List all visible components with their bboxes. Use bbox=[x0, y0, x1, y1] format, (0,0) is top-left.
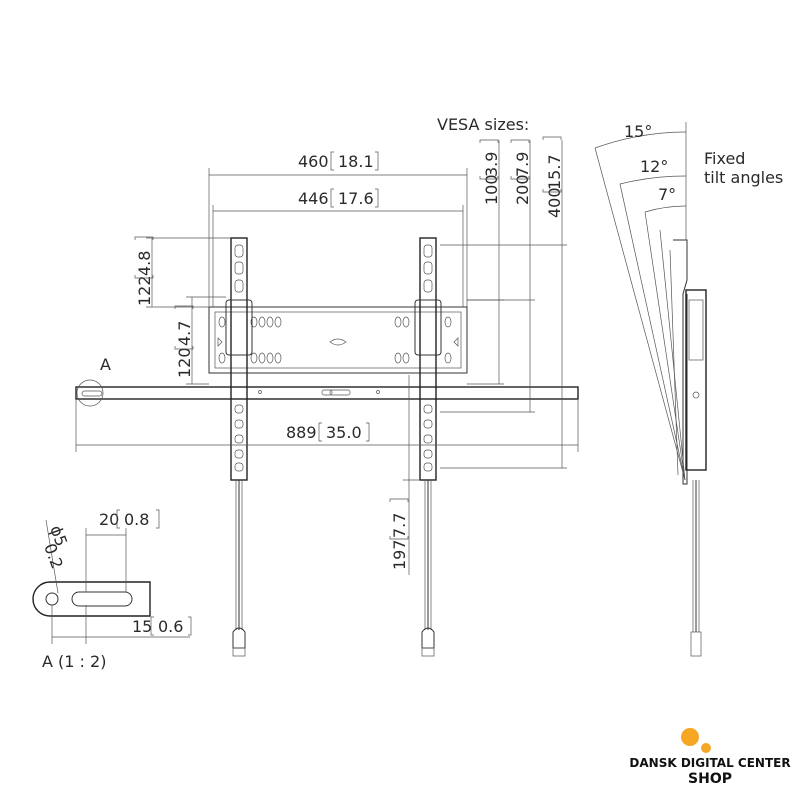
vesa-200-in: 7.9 bbox=[513, 152, 532, 177]
dim-20-in: 0.8 bbox=[124, 510, 149, 529]
vesa-100-in: 3.9 bbox=[482, 152, 501, 177]
logo-line-2: SHOP bbox=[688, 771, 732, 787]
tilt-7: 7° bbox=[658, 185, 676, 204]
detail-a-circle bbox=[76, 379, 104, 407]
tilt-12: 12° bbox=[640, 157, 668, 176]
dim-446: 446 bbox=[298, 189, 329, 208]
front-view: A bbox=[75, 237, 579, 657]
shop-logo: DANSK DIGITAL CENTER SHOP bbox=[629, 728, 791, 787]
dim-15: 15 bbox=[132, 617, 152, 636]
dim-460: 460 bbox=[298, 152, 329, 171]
logo-line-1: DANSK DIGITAL CENTER bbox=[629, 756, 790, 770]
horizontal-rail bbox=[75, 386, 579, 400]
dimensions: 460 18.1 446 17.6 122 4.8 120 4.7 889 35… bbox=[75, 115, 579, 575]
right-bracket bbox=[414, 237, 442, 657]
vesa-100: 100 bbox=[482, 174, 501, 205]
detail-a-marker: A bbox=[100, 355, 111, 374]
dim-197: 197 bbox=[390, 539, 409, 570]
dim-889: 889 bbox=[286, 423, 317, 442]
dim-122-in: 4.8 bbox=[135, 251, 154, 276]
dim-889-in: 35.0 bbox=[326, 423, 362, 442]
dim-15-in: 0.6 bbox=[158, 617, 183, 636]
dim-197-in: 7.7 bbox=[390, 513, 409, 538]
tilt-caption-2: tilt angles bbox=[704, 168, 783, 187]
vesa-400-in: 15.7 bbox=[545, 154, 564, 190]
detail-a-label: A (1 : 2) bbox=[42, 652, 106, 671]
dim-120: 120 bbox=[175, 347, 194, 378]
vesa-200: 200 bbox=[513, 174, 532, 205]
logo-dot-large bbox=[681, 728, 699, 746]
side-view: 15° 12° 7° Fixed tilt angles bbox=[594, 122, 783, 657]
dim-446-in: 17.6 bbox=[338, 189, 374, 208]
left-bracket bbox=[225, 237, 253, 657]
tilt-caption-1: Fixed bbox=[704, 149, 745, 168]
wall-plate bbox=[208, 306, 468, 374]
dim-460-in: 18.1 bbox=[338, 152, 374, 171]
vesa-400: 400 bbox=[545, 187, 564, 218]
detail-a-view: 20 0.8 ϕ5 0.2 15 0.6 A (1 : 2) bbox=[32, 509, 192, 671]
dim-d5-in: 0.2 bbox=[40, 541, 67, 571]
dim-120-in: 4.7 bbox=[175, 321, 194, 346]
dim-122: 122 bbox=[135, 275, 154, 306]
vesa-title: VESA sizes: bbox=[437, 115, 529, 134]
dim-20: 20 bbox=[99, 510, 119, 529]
tilt-15: 15° bbox=[624, 122, 652, 141]
logo-dot-small bbox=[701, 743, 711, 753]
